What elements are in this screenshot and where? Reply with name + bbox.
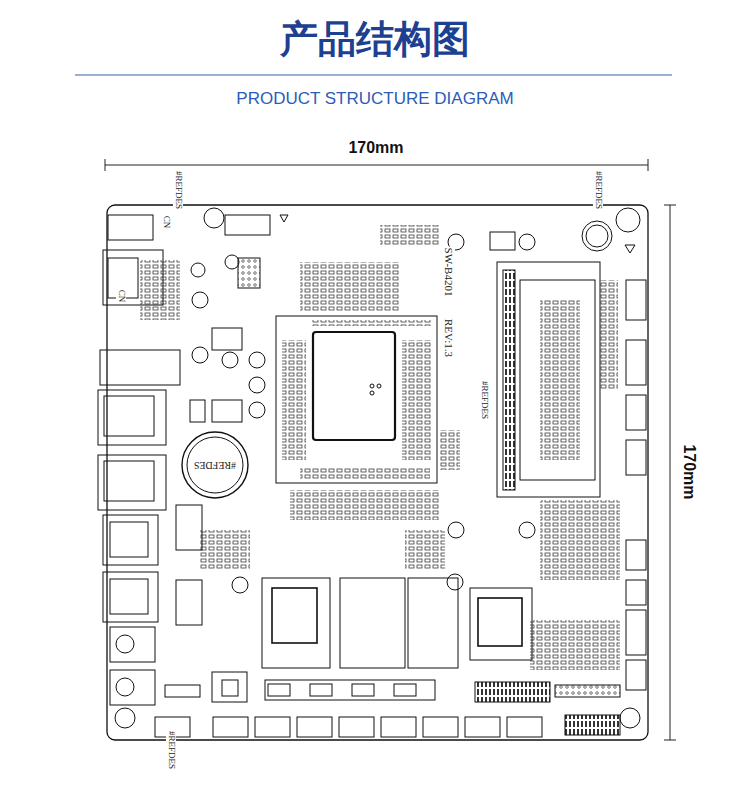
subtitle: PRODUCT STRUCTURE DIAGRAM: [236, 90, 513, 109]
board-model: SW-B4201: [443, 247, 455, 298]
refdes-label: #REFDES: [479, 380, 489, 420]
refdes-label: #REFDES: [166, 730, 176, 770]
refdes-label: #REFDES: [173, 170, 183, 210]
connector-label: CN: [161, 215, 171, 230]
page-title: 产品结构图: [280, 19, 470, 61]
dimension-label: 170mm: [680, 444, 698, 499]
board-revision: REV:1.3: [443, 318, 455, 358]
dimension-label: 170mm: [348, 139, 403, 157]
refdes-label: #REFDES: [193, 460, 237, 471]
connector-label: CN: [116, 289, 126, 304]
refdes-label: #REFDES: [593, 170, 603, 210]
